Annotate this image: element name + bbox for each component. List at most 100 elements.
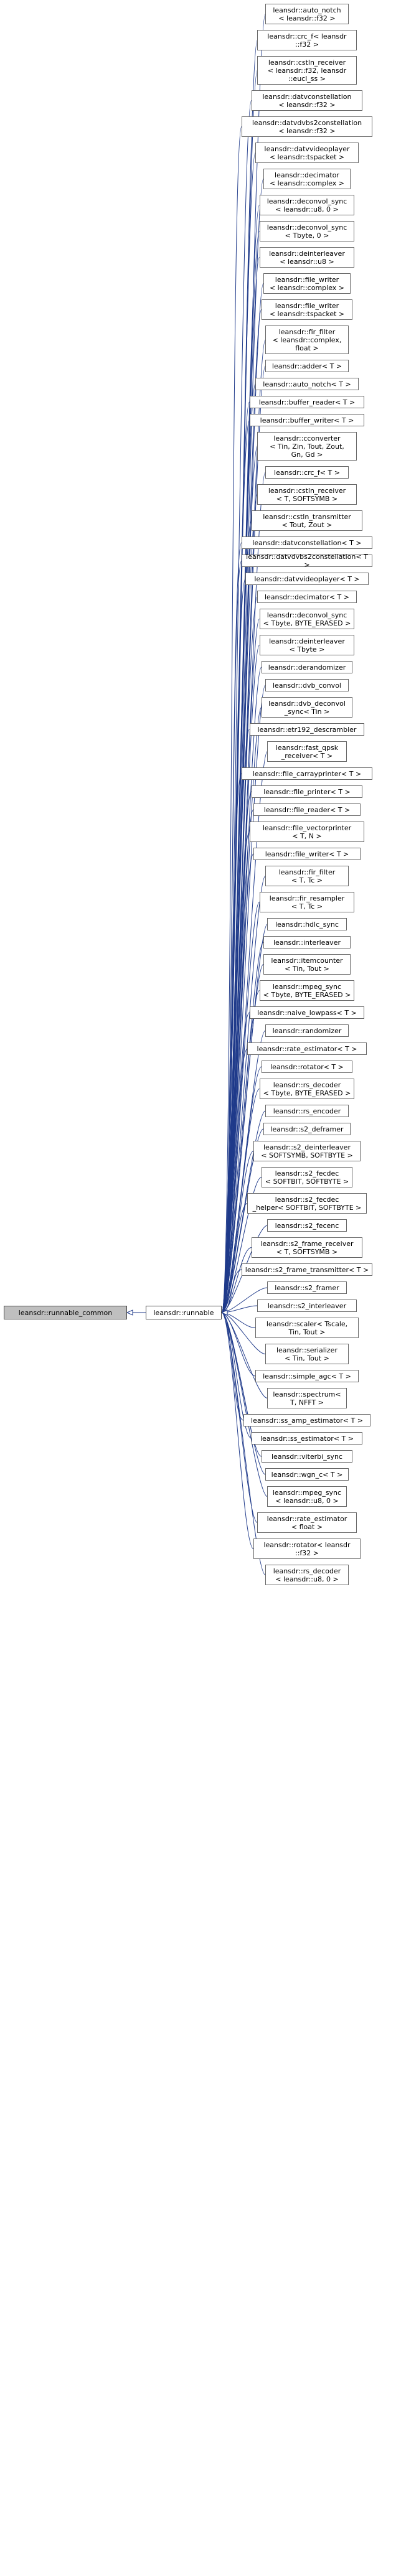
node-class[interactable]: leansdr::crc_f< leansdr ::f32 > [257, 30, 357, 50]
node-class[interactable]: leansdr::buffer_reader< T > [249, 396, 365, 408]
node-class[interactable]: leansdr::s2_frame_transmitter< T > [242, 1263, 372, 1276]
node-label: leansdr::s2_framer [275, 1283, 339, 1292]
node-class[interactable]: leansdr::dvb_deconvol _sync< Tin > [261, 697, 353, 718]
node-class[interactable]: leansdr::s2_fecenc [267, 1219, 347, 1232]
node-class[interactable]: leansdr::mpeg_sync < leansdr::u8, 0 > [267, 1486, 347, 1507]
node-label: leansdr::randomizer [272, 1026, 342, 1035]
node-class[interactable]: leansdr::rotator< T > [261, 1061, 353, 1073]
node-label: leansdr::deinterleaver < Tbyte > [269, 637, 345, 653]
node-class[interactable]: leansdr::datvvideoplayer< T > [245, 573, 369, 585]
node-class[interactable]: leansdr::fir_filter < T, Tc > [265, 866, 349, 886]
node-class[interactable]: leansdr::hdlc_sync [267, 918, 347, 930]
node-class[interactable]: leansdr::cconverter < Tin, Zin, Tout, Zo… [257, 432, 357, 461]
node-label: leansdr::itemcounter < Tin, Tout > [271, 956, 343, 973]
node-class[interactable]: leansdr::datvdvbs2constellation< T > [242, 553, 372, 569]
node-label: leansdr::fir_resampler < T, Tc > [269, 894, 345, 911]
node-class[interactable]: leansdr::s2_frame_receiver < T, SOFTSYMB… [251, 1237, 363, 1258]
node-class[interactable]: leansdr::rate_estimator < float > [257, 1512, 357, 1533]
node-class[interactable]: leansdr::fast_qpsk _receiver< T > [267, 741, 347, 762]
node-class[interactable]: leansdr::s2_fecdec _helper< SOFTBIT, SOF… [247, 1193, 367, 1214]
node-class[interactable]: leansdr::deinterleaver < leansdr::u8 > [259, 247, 355, 268]
node-label: leansdr::auto_notch< T > [263, 380, 351, 388]
node-class[interactable]: leansdr::naive_lowpass< T > [249, 1006, 365, 1019]
node-class[interactable]: leansdr::rs_encoder [265, 1105, 349, 1117]
node-class[interactable]: leansdr::file_vectorprinter < T, N > [249, 822, 365, 842]
node-class[interactable]: leansdr::file_reader< T > [253, 803, 361, 816]
node-class[interactable]: leansdr::deinterleaver < Tbyte > [259, 635, 355, 655]
node-class[interactable]: leansdr::file_writer< T > [253, 848, 361, 860]
node-label: leansdr::rotator< leansdr ::f32 > [263, 1540, 351, 1557]
node-class[interactable]: leansdr::auto_notch< T > [255, 378, 359, 390]
node-label: leansdr::s2_fecenc [275, 1221, 339, 1230]
node-class[interactable]: leansdr::rotator< leansdr ::f32 > [253, 1539, 361, 1559]
node-label: leansdr::decimator < leansdr::complex > [269, 171, 345, 187]
node-class[interactable]: leansdr::interleaver [263, 936, 351, 948]
node-class[interactable]: leansdr::cstln_transmitter < Tout, Zout … [251, 510, 363, 531]
node-class[interactable]: leansdr::derandomizer [261, 661, 353, 673]
node-label: leansdr::s2_deframer [270, 1125, 344, 1133]
inheritance-edge [221, 1247, 252, 1313]
node-class[interactable]: leansdr::crc_f< T > [265, 466, 349, 479]
node-class[interactable]: leansdr::s2_deframer [263, 1123, 351, 1135]
node-class[interactable]: leansdr::ss_estimator< T > [251, 1432, 363, 1445]
node-class[interactable]: leansdr::simple_agc< T > [255, 1370, 359, 1382]
node-runnable-common[interactable]: leansdr::runnable_common [4, 1306, 127, 1319]
node-class[interactable]: leansdr::itemcounter < Tin, Tout > [263, 954, 351, 975]
node-label: leansdr::cstln_transmitter < Tout, Zout … [263, 512, 351, 529]
node-class[interactable]: leansdr::rs_decoder < Tbyte, BYTE_ERASED… [259, 1079, 355, 1099]
node-label: leansdr::rs_encoder [273, 1107, 341, 1115]
node-label: leansdr::file_writer< T > [265, 850, 349, 858]
node-class[interactable]: leansdr::randomizer [265, 1024, 349, 1037]
node-class[interactable]: leansdr::fir_filter < leansdr::complex, … [265, 326, 349, 354]
node-label: leansdr::deinterleaver < leansdr::u8 > [269, 249, 345, 266]
node-class[interactable]: leansdr::s2_deinterleaver < SOFTSYMB, SO… [253, 1141, 361, 1161]
node-label: leansdr::buffer_reader< T > [258, 398, 356, 406]
node-class[interactable]: leansdr::etr192_descrambler [249, 723, 365, 736]
node-class[interactable]: leansdr::wgn_c< T > [265, 1468, 349, 1481]
node-class[interactable]: leansdr::rate_estimator< T > [247, 1042, 367, 1055]
node-class[interactable]: leansdr::file_printer< T > [251, 785, 363, 798]
node-label: leansdr::serializer < Tin, Tout > [276, 1346, 337, 1362]
node-runnable[interactable]: leansdr::runnable [146, 1306, 222, 1319]
inheritance-edge [221, 1048, 248, 1313]
node-class[interactable]: leansdr::datvdvbs2constellation < leansd… [242, 116, 372, 137]
node-class[interactable]: leansdr::s2_fecdec < SOFTBIT, SOFTBYTE > [261, 1167, 353, 1187]
node-class[interactable]: leansdr::fir_resampler < T, Tc > [259, 892, 355, 912]
node-class[interactable]: leansdr::file_carrayprinter< T > [242, 767, 372, 780]
node-class[interactable]: leansdr::viterbi_sync [261, 1450, 353, 1463]
node-class[interactable]: leansdr::scaler< Tscale, Tin, Tout > [255, 1318, 359, 1338]
node-class[interactable]: leansdr::spectrum< T, NFFT > [267, 1388, 347, 1408]
node-class[interactable]: leansdr::file_writer < leansdr::tspacket… [261, 299, 353, 320]
node-label: leansdr::rate_estimator < float > [267, 1514, 347, 1531]
node-class[interactable]: leansdr::s2_interleaver [257, 1300, 357, 1312]
node-class[interactable]: leansdr::decimator< T > [257, 591, 357, 603]
node-class[interactable]: leansdr::rs_decoder < leansdr::u8, 0 > [265, 1565, 349, 1585]
node-class[interactable]: leansdr::dvb_convol [265, 679, 349, 691]
node-class[interactable]: leansdr::serializer < Tin, Tout > [265, 1344, 349, 1364]
node-label: leansdr::datvconstellation< T > [252, 538, 362, 547]
node-class[interactable]: leansdr::file_writer < leansdr::complex … [263, 273, 351, 294]
node-class[interactable]: leansdr::deconvol_sync < Tbyte, 0 > [259, 221, 355, 241]
node-class[interactable]: leansdr::cstln_receiver < leansdr::f32, … [257, 56, 357, 85]
node-label: leansdr::datvconstellation < leansdr::f3… [262, 92, 352, 109]
node-label: leansdr::fast_qpsk _receiver< T > [275, 743, 339, 760]
node-class[interactable]: leansdr::adder< T > [265, 360, 349, 372]
node-label: leansdr::derandomizer [268, 663, 346, 672]
node-class[interactable]: leansdr::deconvol_sync < Tbyte, BYTE_ERA… [259, 609, 355, 629]
node-class[interactable]: leansdr::deconvol_sync < leansdr::u8, 0 … [259, 195, 355, 215]
node-class[interactable]: leansdr::datvconstellation < leansdr::f3… [251, 90, 363, 111]
node-class[interactable]: leansdr::mpeg_sync < Tbyte, BYTE_ERASED … [259, 980, 355, 1001]
node-class[interactable]: leansdr::datvconstellation< T > [242, 536, 372, 549]
node-label: leansdr::crc_f< leansdr ::f32 > [267, 32, 347, 49]
node-class[interactable]: leansdr::s2_framer [267, 1281, 347, 1294]
node-label: leansdr::cconverter < Tin, Zin, Tout, Zo… [270, 434, 344, 459]
node-class[interactable]: leansdr::datvvideoplayer < leansdr::tspa… [255, 143, 359, 163]
node-label: leansdr::deconvol_sync < Tbyte, 0 > [267, 223, 347, 240]
arrowhead [126, 1309, 133, 1316]
arrowhead [220, 1309, 228, 1316]
node-class[interactable]: leansdr::decimator < leansdr::complex > [263, 169, 351, 189]
node-class[interactable]: leansdr::cstln_receiver < T, SOFTSYMB > [257, 484, 357, 505]
node-class[interactable]: leansdr::auto_notch < leansdr::f32 > [265, 4, 349, 24]
node-class[interactable]: leansdr::buffer_writer< T > [249, 414, 365, 426]
node-class[interactable]: leansdr::ss_amp_estimator< T > [243, 1414, 370, 1426]
